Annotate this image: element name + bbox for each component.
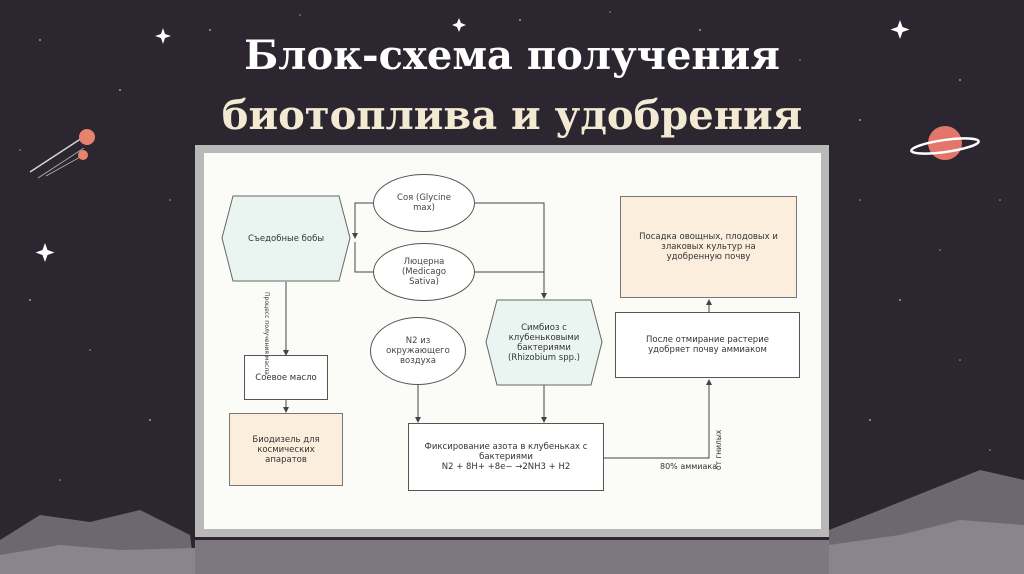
node-after-death: После отмирание растерие удобряет почву … xyxy=(615,312,800,378)
node-n2-air: N2 из окружающего воздуха xyxy=(370,317,466,385)
node-symbiosis: Симбиоз с клубеньковыми бактериями (Rhiz… xyxy=(485,299,603,386)
fixation-text: Фиксирование азота в клубеньках с бактер… xyxy=(424,442,588,462)
node-soy: Соя (Glycine max) xyxy=(373,174,475,232)
edge-label-press: Процесс получения масла xyxy=(263,292,270,375)
node-planting: Посадка овощных, плодовых и злаковых кул… xyxy=(620,196,797,298)
node-soy-oil: Соевое масло xyxy=(244,355,328,400)
node-alfalfa: Люцерна (Medicago Sativa) xyxy=(373,243,475,301)
edge-label-ammonia-rot: от гнилых xyxy=(714,429,723,470)
slide-title-line1: Блок-схема получения xyxy=(244,32,780,79)
node-fixation: Фиксирование азота в клубеньках с бактер… xyxy=(408,423,604,491)
slide-title-line2: биотоплива и удобрения xyxy=(221,92,803,139)
fixation-formula: N2 + 8H+ +8e− →2NH3 + H2 xyxy=(441,462,571,472)
edge-label-ammonia-pct: 80% аммиака xyxy=(660,462,718,471)
node-biodiesel: Биодизель для космических апаратов xyxy=(229,413,343,486)
node-edible-beans: Съедобные бобы xyxy=(221,195,351,282)
